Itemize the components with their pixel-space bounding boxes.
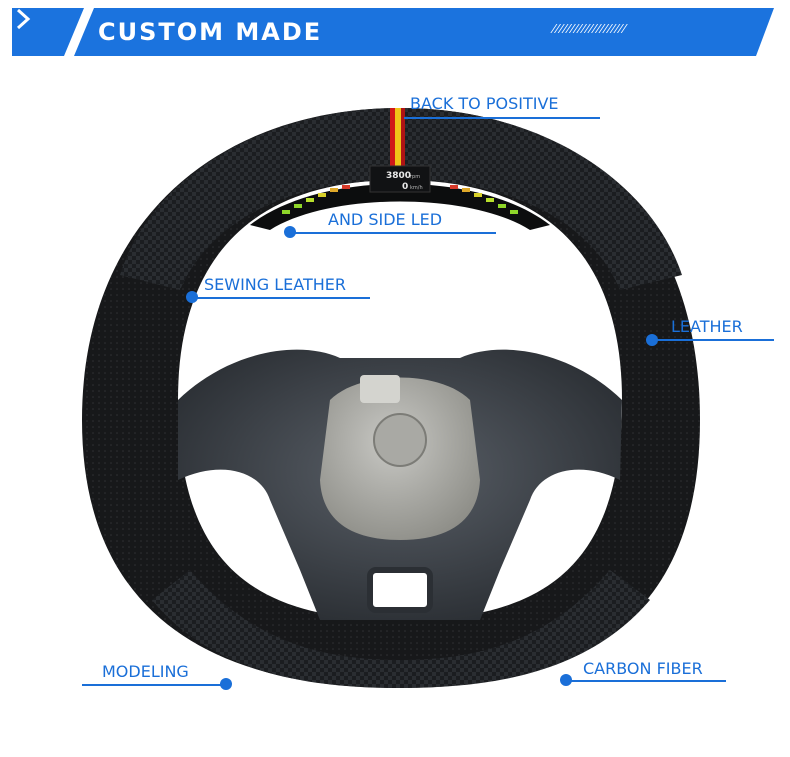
top-stripe-red-2 <box>401 108 405 180</box>
callout-side-led: AND SIDE LED <box>328 210 443 229</box>
carbon-bottom-section <box>152 570 650 688</box>
header-banner: CUSTOM MADE //////////////////// <box>12 8 774 56</box>
banner-decoration: //////////////////// <box>549 22 629 35</box>
rpm-value: 3800 <box>386 171 411 181</box>
callout-line-side-led <box>290 232 496 234</box>
speed-unit: km/h <box>410 185 423 191</box>
callout-dot-side-led <box>284 226 296 238</box>
steering-wheel-image: 3800 rpm 0 km/h <box>82 108 700 688</box>
led-right-lights <box>450 185 518 214</box>
banner-background <box>12 8 774 56</box>
chevron-right-icon <box>16 8 31 30</box>
rpm-unit: rpm <box>410 174 420 180</box>
top-stripe-yellow <box>395 108 401 180</box>
rpm-screen <box>369 165 431 193</box>
speed-value: 0 <box>402 182 408 192</box>
callout-line-modeling <box>82 684 228 686</box>
callout-line-back-to-positive <box>404 117 600 119</box>
callout-dot-modeling <box>220 678 232 690</box>
led-left-lights <box>282 185 350 214</box>
banner-title: CUSTOM MADE <box>98 18 323 46</box>
top-stripe-red <box>390 108 395 180</box>
carbon-top-section <box>120 108 682 290</box>
callout-line-sewing-leather <box>196 297 370 299</box>
center-boss <box>373 413 427 467</box>
mount-plate <box>360 375 400 403</box>
callout-sewing-leather: SEWING LEATHER <box>204 275 347 294</box>
callout-back-to-positive: BACK TO POSITIVE <box>410 94 559 113</box>
callout-modeling: MODELING <box>102 662 189 681</box>
callout-leather: LEATHER <box>671 317 743 336</box>
callout-dot-carbon-fiber <box>560 674 572 686</box>
callout-line-carbon-fiber <box>566 680 726 682</box>
callout-carbon-fiber: CARBON FIBER <box>583 659 703 678</box>
bottom-cutout <box>367 567 433 613</box>
callout-dot-sewing-leather <box>186 291 198 303</box>
callout-line-leather <box>652 339 774 341</box>
callout-dot-leather <box>646 334 658 346</box>
